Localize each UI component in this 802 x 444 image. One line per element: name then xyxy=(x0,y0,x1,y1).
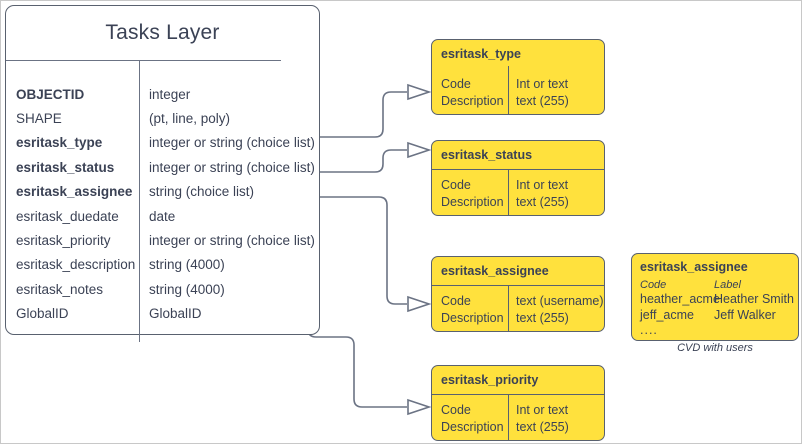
domain-value: text (255) xyxy=(516,93,569,108)
cvd-row: heather_acme Heather Smith xyxy=(640,292,794,308)
field-type: integer or string (choice list) xyxy=(149,135,315,151)
field-type: string (4000) xyxy=(149,281,225,297)
table-row: esritask_status integer or string (choic… xyxy=(6,155,319,179)
field-name: esritask_priority xyxy=(16,233,111,249)
field-type: date xyxy=(149,208,176,224)
domain-keys: Code Description xyxy=(441,177,504,210)
cvd-header-code: Code xyxy=(640,279,667,291)
cvd-row: jeff_acme Jeff Walker xyxy=(640,308,794,324)
connector-priority xyxy=(307,219,407,408)
domain-key: Description xyxy=(441,419,504,434)
domain-title: esritask_status xyxy=(441,148,533,162)
field-name: SHAPE xyxy=(16,111,62,127)
arrowhead-type xyxy=(407,83,432,101)
table-row: GlobalID GlobalID xyxy=(6,302,319,326)
page-title: Tasks Layer xyxy=(105,21,220,44)
table-row: esritask_priority integer or string (cho… xyxy=(6,228,319,252)
domain-box-esritask-priority: esritask_priority Code Description Int o… xyxy=(431,365,605,441)
table-row: esritask_assignee string (choice list) xyxy=(6,180,319,204)
domain-value: Int or text xyxy=(516,403,569,417)
domain-box-esritask-status: esritask_status Code Description Int or … xyxy=(431,140,605,216)
table-row: esritask_type integer or string (choice … xyxy=(6,131,319,155)
domain-title: esritask_assignee xyxy=(441,264,549,278)
cvd-box-esritask-assignee: esritask_assignee Code Label heather_acm… xyxy=(631,253,799,341)
cvd-table: Code Label heather_acme Heather Smith je… xyxy=(640,278,794,338)
domain-title-divider xyxy=(432,169,604,170)
domain-key: Code xyxy=(441,77,471,91)
field-list: OBJECTID integer SHAPE (pt, line, poly) … xyxy=(6,62,319,326)
domain-key: Description xyxy=(441,93,504,108)
field-name: esritask_duedate xyxy=(16,208,119,224)
entity-table-tasks-layer: Tasks Layer OBJECTID integer SHAPE (pt, … xyxy=(5,5,320,342)
domain-column-divider xyxy=(508,394,509,440)
domain-value: text (255) xyxy=(516,310,569,325)
table-row: OBJECTID integer xyxy=(6,82,319,106)
field-name: esritask_status xyxy=(16,159,115,175)
domain-values: text (username) text (255) xyxy=(516,293,604,326)
domain-box-esritask-type: esritask_type Code Description Int or te… xyxy=(431,39,605,115)
field-name: esritask_assignee xyxy=(16,184,133,200)
cvd-header-row: Code Label xyxy=(640,278,794,292)
domain-key: Code xyxy=(441,294,471,308)
table-row: esritask_duedate date xyxy=(6,204,319,228)
cvd-ellipsis: .... xyxy=(640,323,658,337)
field-type: (pt, line, poly) xyxy=(149,111,231,127)
domain-keys: Code Description xyxy=(441,402,504,435)
domain-column-divider xyxy=(508,169,509,215)
field-type: GlobalID xyxy=(149,306,202,322)
domain-column-divider xyxy=(508,66,509,114)
field-type: integer or string (choice list) xyxy=(149,159,315,175)
domain-values: Int or text text (255) xyxy=(516,76,569,109)
table-row: esritask_description string (4000) xyxy=(6,253,319,277)
connector-type xyxy=(320,91,407,138)
cvd-title: esritask_assignee xyxy=(640,260,748,274)
connector-status xyxy=(320,149,407,173)
arrowhead-status xyxy=(407,141,432,159)
field-name: OBJECTID xyxy=(16,86,85,102)
cvd-label: Jeff Walker xyxy=(714,307,776,322)
domain-value: text (255) xyxy=(516,419,569,434)
field-type: integer or string (choice list) xyxy=(149,233,315,249)
domain-title-divider xyxy=(432,394,604,395)
domain-values: Int or text text (255) xyxy=(516,177,569,210)
domain-title: esritask_type xyxy=(441,47,521,61)
arrowhead-priority xyxy=(407,398,432,416)
arrowhead-assignee xyxy=(407,295,432,313)
cvd-label: Heather Smith xyxy=(714,292,794,306)
domain-key: Code xyxy=(441,178,471,192)
connector-assignee xyxy=(320,196,407,305)
domain-key: Code xyxy=(441,403,471,417)
field-name: esritask_type xyxy=(16,135,103,151)
column-divider xyxy=(139,61,140,342)
domain-value: text (username) xyxy=(516,294,604,308)
table-row: SHAPE (pt, line, poly) xyxy=(6,106,319,130)
domain-column-divider xyxy=(508,285,509,331)
cvd-code: heather_acme xyxy=(640,292,720,306)
cvd-caption: CVD with users xyxy=(677,342,753,354)
domain-values: Int or text text (255) xyxy=(516,402,569,435)
domain-value: Int or text xyxy=(516,77,569,91)
domain-box-esritask-assignee: esritask_assignee Code Description text … xyxy=(431,256,605,332)
domain-key: Description xyxy=(441,310,504,325)
cvd-header-label: Label xyxy=(714,279,741,291)
domain-value: Int or text xyxy=(516,178,569,192)
table-row: esritask_notes string (4000) xyxy=(6,277,319,301)
domain-title-divider xyxy=(432,285,604,286)
field-type: string (4000) xyxy=(149,257,225,273)
domain-key: Description xyxy=(441,194,504,209)
field-name: esritask_notes xyxy=(16,281,104,297)
domain-value: text (255) xyxy=(516,194,569,209)
domain-keys: Code Description xyxy=(441,293,504,326)
field-type: string (choice list) xyxy=(149,184,255,200)
field-name: GlobalID xyxy=(16,306,69,322)
cvd-code: jeff_acme xyxy=(640,307,694,322)
title-divider xyxy=(6,60,281,61)
field-type: integer xyxy=(149,86,191,102)
domain-keys: Code Description xyxy=(441,76,504,109)
domain-title: esritask_priority xyxy=(441,373,539,387)
field-name: esritask_description xyxy=(16,257,136,273)
